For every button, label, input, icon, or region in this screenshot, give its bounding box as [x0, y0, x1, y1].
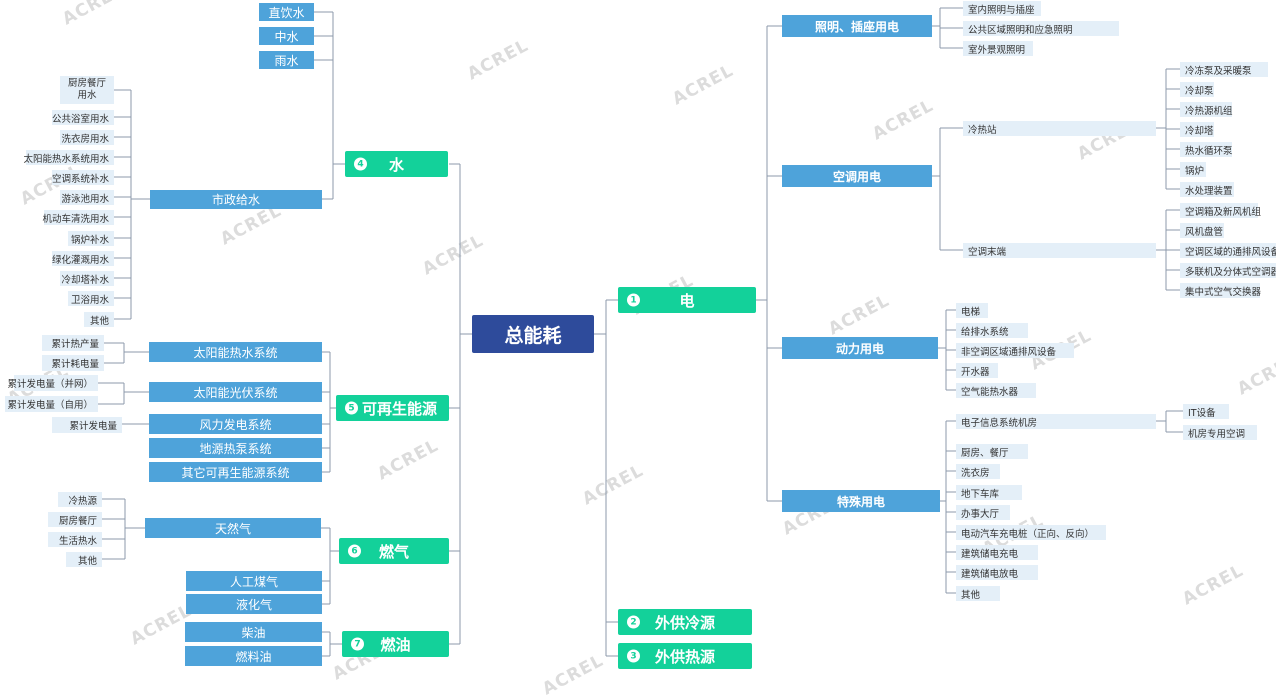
node-fuel-oil[interactable]: 燃料油 [185, 646, 322, 666]
leaf-boiler[interactable]: 锅炉 [1180, 162, 1206, 177]
node-label: 水 [388, 155, 404, 174]
node-oil[interactable]: 7 燃油 [342, 631, 449, 657]
node-natural-gas[interactable]: 天然气 [145, 518, 321, 538]
leaf-ac-makeup-water[interactable]: 空调系统补水 [52, 170, 114, 185]
node-ground-source-heat-pump[interactable]: 地源热泵系统 [149, 438, 322, 458]
leaf-laundry[interactable]: 洗衣房 [956, 464, 1000, 479]
node-cooling-heating-plant[interactable]: 冷热站 [963, 121, 1156, 136]
leaf-storage-charge[interactable]: 建筑储电充电 [956, 545, 1038, 560]
node-other-renewable[interactable]: 其它可再生能源系统 [149, 462, 322, 482]
leaf-gas-hot-water[interactable]: 生活热水 [48, 532, 102, 547]
leaf-public-lighting[interactable]: 公共区域照明和应急照明 [963, 21, 1119, 36]
leaf-water-other[interactable]: 其他 [84, 312, 114, 327]
node-lighting-power[interactable]: 照明、插座用电 [782, 15, 932, 37]
node-wind-power[interactable]: 风力发电系统 [149, 414, 322, 434]
leaf-bath-water[interactable]: 公共浴室用水 [52, 110, 114, 125]
node-label: 燃油 [380, 635, 411, 654]
leaf-chilled-pump[interactable]: 冷冻泵及采暖泵 [1180, 62, 1268, 77]
node-electricity[interactable]: 1 电 [618, 287, 756, 313]
node-gas[interactable]: 6 燃气 [339, 538, 449, 564]
leaf-gas-other[interactable]: 其他 [66, 552, 102, 567]
leaf-indoor-lighting[interactable]: 室内照明与插座 [963, 1, 1041, 16]
node-diesel[interactable]: 柴油 [185, 622, 322, 642]
leaf-solar-hot-water[interactable]: 太阳能热水系统用水 [23, 150, 114, 165]
badge-number: 4 [354, 157, 367, 171]
leaf-underground-garage[interactable]: 地下车库 [956, 485, 1022, 500]
node-special-power[interactable]: 特殊用电 [782, 490, 940, 512]
leaf-sanitary-water[interactable]: 卫浴用水 [68, 291, 114, 306]
leaf-chiller-unit[interactable]: 冷热源机组 [1180, 102, 1233, 117]
connector-lines [98, 7, 1183, 657]
leaf-pv-self[interactable]: 累计发电量（自用） [5, 396, 98, 412]
badge-number: 1 [627, 293, 640, 307]
leaf-boiler-water[interactable]: 锅炉补水 [68, 231, 114, 246]
node-motive-power[interactable]: 动力用电 [782, 337, 938, 359]
badge-number: 5 [345, 401, 358, 415]
leaf-pool-water[interactable]: 游泳池用水 [60, 190, 114, 205]
root-total-energy[interactable]: 总能耗 [472, 315, 594, 353]
leaf-air-handling-unit[interactable]: 空调箱及新风机组 [1180, 203, 1261, 218]
leaf-wind-generation[interactable]: 累计发电量 [52, 417, 122, 433]
leaf-water-boiler[interactable]: 开水器 [956, 363, 998, 378]
leaf-elevator[interactable]: 电梯 [956, 303, 988, 318]
leaf-fan-coil[interactable]: 风机盘管 [1180, 223, 1224, 238]
leaf-service-hall[interactable]: 办事大厅 [956, 505, 1010, 520]
leaf-air-source-water-heater[interactable]: 空气能热水器 [956, 383, 1036, 398]
badge-number: 7 [351, 637, 364, 651]
leaf-storage-discharge[interactable]: 建筑储电放电 [956, 565, 1038, 580]
node-label: 外供冷源 [654, 613, 715, 632]
node-solar-thermal[interactable]: 太阳能热水系统 [149, 342, 322, 362]
node-label: 可再生能源 [361, 399, 437, 418]
leaf-power-consumption[interactable]: 累计耗电量 [42, 355, 104, 371]
leaf-water-supply-drainage[interactable]: 给排水系统 [956, 323, 1028, 338]
node-coal-gas[interactable]: 人工煤气 [186, 571, 322, 591]
leaf-landscape-lighting[interactable]: 室外景观照明 [963, 41, 1033, 56]
node-data-center[interactable]: 电子信息系统机房 [956, 414, 1156, 429]
leaf-air-exchanger[interactable]: 集中式空气交换器 [1180, 283, 1261, 298]
leaf-heat-output[interactable]: 累计热产量 [42, 335, 104, 351]
leaf-pv-grid[interactable]: 累计发电量（并网） [7, 375, 98, 391]
node-ac-terminal[interactable]: 空调末端 [963, 243, 1156, 258]
node-label: 燃气 [378, 542, 409, 561]
leaf-laundry-water[interactable]: 洗衣房用水 [60, 130, 114, 145]
leaf-gas-kitchen[interactable]: 厨房餐厅 [48, 512, 102, 527]
node-water[interactable]: 4 水 [345, 151, 448, 177]
leaf-ventilation[interactable]: 空调区域的通排风设备 [1180, 243, 1276, 258]
leaf-cooling-tower[interactable]: 冷却塔 [1180, 122, 1214, 137]
leaf-kitchen-restaurant[interactable]: 厨房、餐厅 [956, 444, 1028, 459]
node-external-heating[interactable]: 3 外供热源 [618, 643, 752, 669]
node-label: 电 [679, 291, 695, 310]
node-rain-water[interactable]: 雨水 [259, 51, 314, 69]
leaf-vrf-split-ac[interactable]: 多联机及分体式空调器 [1180, 263, 1276, 278]
leaf-hot-water-pump[interactable]: 热水循环泵 [1180, 142, 1233, 157]
leaf-special-other[interactable]: 其他 [956, 586, 1000, 601]
node-solar-pv[interactable]: 太阳能光伏系统 [149, 382, 322, 402]
node-external-cooling[interactable]: 2 外供冷源 [618, 609, 752, 635]
leaf-cooling-pump[interactable]: 冷却泵 [1180, 82, 1214, 97]
badge-number: 2 [627, 615, 640, 629]
leaf-irrigation-water[interactable]: 绿化灌溉用水 [52, 251, 114, 266]
badge-number: 6 [348, 544, 361, 558]
badge-number: 3 [627, 649, 640, 663]
leaf-it-equipment[interactable]: IT设备 [1183, 404, 1229, 419]
leaf-non-ac-ventilation[interactable]: 非空调区域通排风设备 [956, 343, 1074, 358]
leaf-cooling-tower-water[interactable]: 冷却塔补水 [60, 271, 114, 286]
leaf-water-treatment[interactable]: 水处理装置 [1180, 182, 1234, 197]
node-municipal-water[interactable]: 市政给水 [150, 190, 322, 209]
leaf-ev-charger[interactable]: 电动汽车充电桩（正向、反向） [956, 525, 1106, 540]
node-hvac-power[interactable]: 空调用电 [782, 165, 932, 187]
leaf-carwash-water[interactable]: 机动车清洗用水 [42, 210, 114, 225]
node-label: 外供热源 [654, 647, 715, 666]
leaf-precision-ac[interactable]: 机房专用空调 [1183, 425, 1257, 440]
node-renewable[interactable]: 5 可再生能源 [336, 395, 449, 421]
node-reclaimed-water[interactable]: 中水 [259, 27, 314, 45]
node-lpg[interactable]: 液化气 [186, 594, 322, 614]
leaf-kitchen-water[interactable]: 厨房餐厅 用水 [60, 76, 114, 104]
node-direct-drinking-water[interactable]: 直饮水 [259, 3, 314, 21]
leaf-gas-heat-source[interactable]: 冷热源 [58, 492, 102, 507]
